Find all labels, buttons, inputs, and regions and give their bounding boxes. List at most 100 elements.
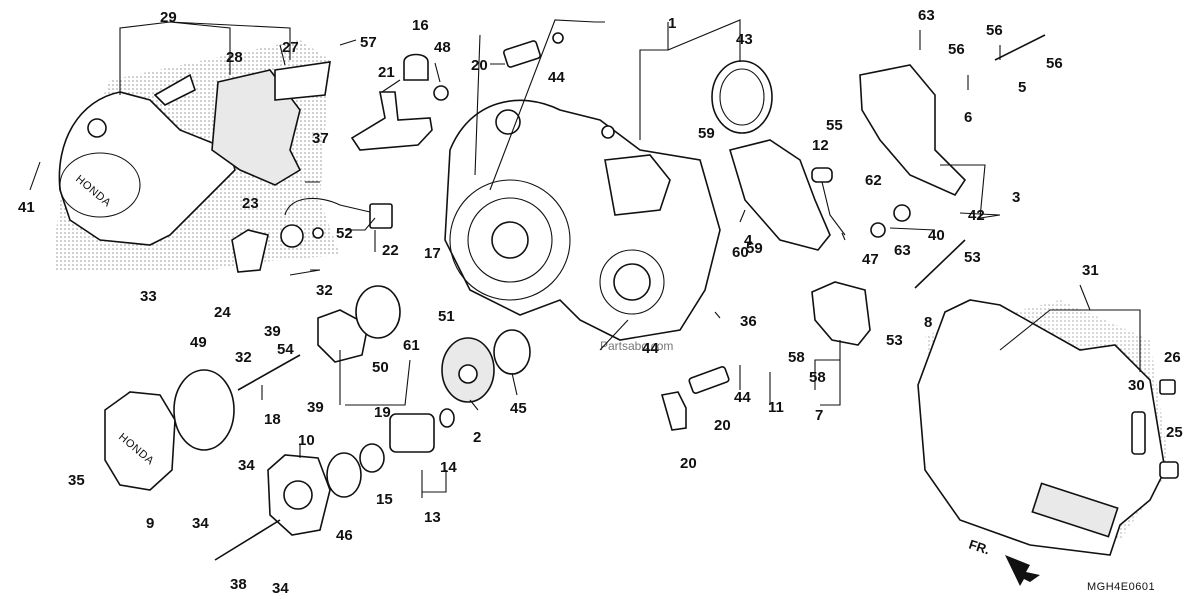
clutch-cover-part: HONDA bbox=[58, 91, 236, 246]
callout-40: 40 bbox=[928, 227, 945, 244]
callout-12: 12 bbox=[812, 137, 829, 154]
callout-38: 38 bbox=[230, 576, 247, 593]
callout-39: 39 bbox=[307, 399, 324, 416]
callout-43: 43 bbox=[736, 31, 753, 48]
pipe-part-12 bbox=[811, 167, 846, 236]
diagram-code: MGH4E0601 bbox=[1087, 581, 1155, 593]
callout-50: 50 bbox=[372, 359, 389, 376]
callout-8: 8 bbox=[924, 314, 932, 331]
callout-17: 17 bbox=[424, 245, 441, 262]
cover-plate-part bbox=[153, 61, 331, 186]
callout-20: 20 bbox=[680, 455, 697, 472]
callout-55: 55 bbox=[826, 117, 843, 134]
callout-47: 47 bbox=[862, 251, 879, 268]
callout-63: 63 bbox=[894, 242, 911, 259]
callout-32: 32 bbox=[316, 282, 333, 299]
callout-28: 28 bbox=[226, 49, 243, 66]
callout-48: 48 bbox=[434, 39, 451, 56]
oil-filter-part-13 bbox=[359, 408, 455, 473]
callout-62: 62 bbox=[865, 172, 882, 189]
callout-6: 6 bbox=[964, 109, 972, 126]
callout-53: 53 bbox=[964, 249, 981, 266]
callout-23: 23 bbox=[242, 195, 259, 212]
callout-51: 51 bbox=[438, 308, 455, 325]
callout-49: 49 bbox=[190, 334, 207, 351]
callout-3: 3 bbox=[1012, 189, 1020, 206]
callout-34: 34 bbox=[272, 580, 289, 597]
callout-56: 56 bbox=[948, 41, 965, 58]
bracket-part-21 bbox=[350, 91, 433, 151]
callout-20: 20 bbox=[471, 57, 488, 74]
plate-part-3 bbox=[859, 64, 967, 238]
callout-44: 44 bbox=[548, 69, 565, 86]
callout-22: 22 bbox=[382, 242, 399, 259]
front-direction-arrow: FR. bbox=[967, 537, 1040, 586]
callout-31: 31 bbox=[1082, 262, 1099, 279]
callout-15: 15 bbox=[376, 491, 393, 508]
switch-part-20-low bbox=[660, 391, 687, 431]
watermark: Partsabc.com bbox=[600, 339, 673, 353]
callout-2: 2 bbox=[473, 429, 481, 446]
side-cover-part-31 bbox=[917, 299, 1179, 556]
callout-44: 44 bbox=[734, 389, 751, 406]
callout-29: 29 bbox=[160, 9, 177, 26]
callout-59: 59 bbox=[698, 125, 715, 142]
pulley-part-2 bbox=[441, 329, 531, 403]
callout-16: 16 bbox=[412, 17, 429, 34]
callout-61: 61 bbox=[403, 337, 420, 354]
plate-part-4 bbox=[728, 139, 831, 251]
callout-11: 11 bbox=[768, 399, 784, 416]
callout-30: 30 bbox=[1128, 377, 1145, 394]
callout-60: 60 bbox=[732, 244, 749, 261]
callout-63: 63 bbox=[918, 7, 935, 24]
gasket-ring-43 bbox=[711, 60, 773, 134]
callout-9: 9 bbox=[146, 515, 154, 532]
crankcase-cover-part bbox=[444, 99, 721, 341]
callout-58: 58 bbox=[788, 349, 805, 366]
callout-24: 24 bbox=[214, 304, 231, 321]
callout-35: 35 bbox=[68, 472, 85, 489]
leader-lines bbox=[29, 19, 1141, 498]
callout-57: 57 bbox=[360, 34, 377, 51]
callout-33: 33 bbox=[140, 288, 157, 305]
callout-34: 34 bbox=[192, 515, 209, 532]
filter-cap-part-9: HONDA bbox=[104, 369, 235, 491]
callout-7: 7 bbox=[815, 407, 823, 424]
holder-part-10 bbox=[214, 452, 362, 561]
callout-37: 37 bbox=[312, 130, 329, 147]
sensor-part-22 bbox=[280, 197, 393, 248]
callout-46: 46 bbox=[336, 527, 353, 544]
callout-53: 53 bbox=[886, 332, 903, 349]
callout-56: 56 bbox=[1046, 55, 1063, 72]
callout-26: 26 bbox=[1164, 349, 1181, 366]
valve-body-part-7 bbox=[811, 281, 871, 346]
callout-10: 10 bbox=[298, 432, 315, 449]
switch-part-20-mid bbox=[688, 366, 730, 394]
callout-1: 1 bbox=[668, 15, 676, 32]
callout-59: 59 bbox=[746, 240, 763, 257]
callout-20: 20 bbox=[714, 417, 731, 434]
callout-52: 52 bbox=[336, 225, 353, 242]
bolt-part-5 bbox=[994, 34, 1046, 61]
callout-25: 25 bbox=[1166, 424, 1183, 441]
callout-56: 56 bbox=[986, 22, 1003, 39]
callout-45: 45 bbox=[510, 400, 527, 417]
callout-27: 27 bbox=[282, 39, 299, 56]
callout-41: 41 bbox=[18, 199, 35, 216]
callout-32: 32 bbox=[235, 349, 252, 366]
callout-42: 42 bbox=[968, 207, 985, 224]
callout-34: 34 bbox=[238, 457, 255, 474]
callout-13: 13 bbox=[424, 509, 441, 526]
callout-4: 4 bbox=[744, 232, 753, 249]
callout-19: 19 bbox=[374, 404, 391, 421]
callout-54: 54 bbox=[277, 341, 294, 358]
callout-36: 36 bbox=[740, 313, 757, 330]
switch-part-20-top bbox=[503, 32, 564, 68]
callout-39: 39 bbox=[264, 323, 281, 340]
callout-44: 44 bbox=[642, 340, 659, 357]
filter-cover-part-19 bbox=[237, 285, 401, 391]
cap-part-16 bbox=[403, 53, 449, 101]
callout-58: 58 bbox=[809, 369, 826, 386]
